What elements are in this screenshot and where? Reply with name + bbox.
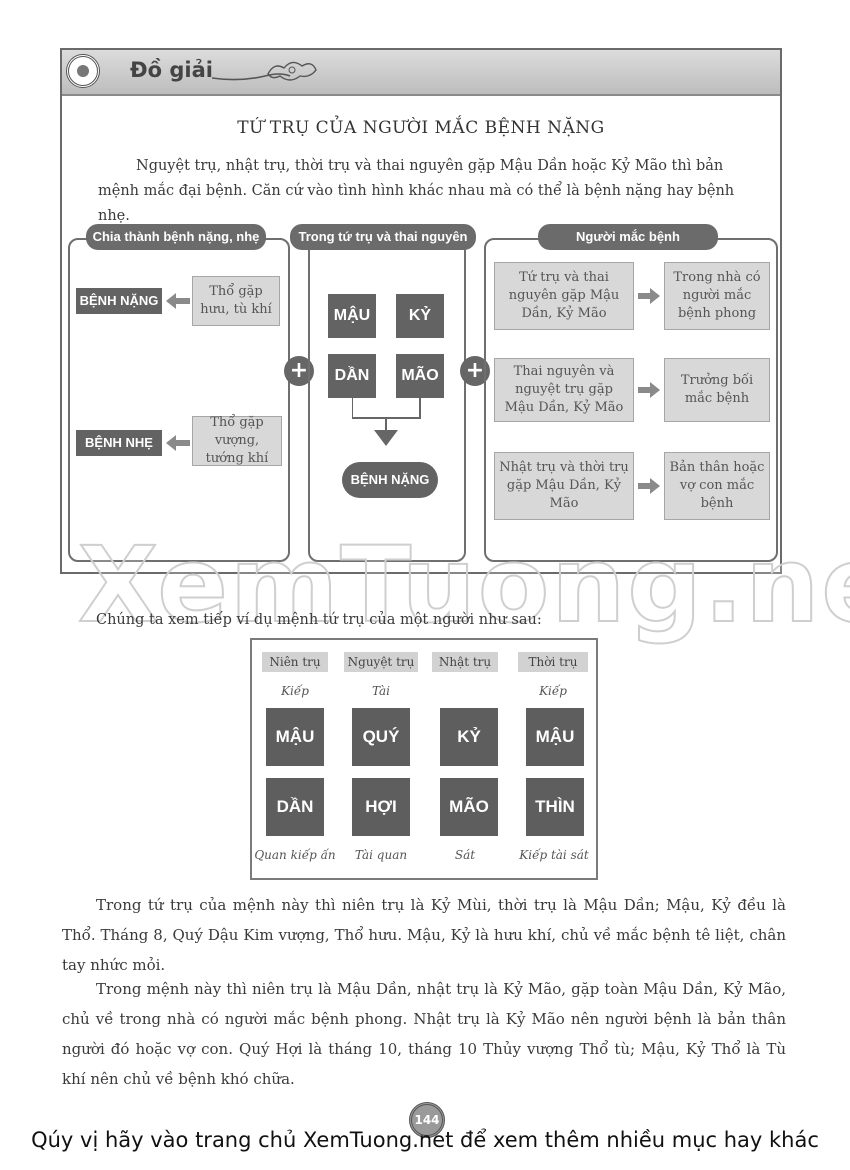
- header-thoi-tru: Thời trụ: [518, 652, 588, 672]
- example-caption: Chúng ta xem tiếp ví dụ mệnh tứ trụ của …: [96, 612, 542, 628]
- cell-ky: KỶ: [396, 294, 444, 338]
- panel-pillars-title: Trong tứ trụ và thai nguyên: [290, 224, 476, 250]
- header-nhat-tru: Nhật trụ: [432, 652, 498, 672]
- stem-cell: KỶ: [440, 708, 498, 766]
- diagram-heading: TỨ TRỤ CỦA NGƯỜI MẮC BỆNH NẶNG: [237, 118, 605, 138]
- stem-cell: QUÝ: [352, 708, 410, 766]
- bottom-note: Quan kiếp ấn: [254, 848, 336, 862]
- page-number: 144: [409, 1102, 445, 1138]
- cell-mao: MÃO: [396, 354, 444, 398]
- banner-title: Đồ giải: [130, 58, 213, 82]
- panel-severity-title: Chia thành bệnh nặng, nhẹ: [86, 224, 266, 250]
- result-row-3: Bản thân hoặc vợ con mắc bệnh: [664, 452, 770, 520]
- paragraph-2: Trong mệnh này thì niên trụ là Mậu Dần, …: [62, 980, 786, 1088]
- desc-light: Thổ gặp vượng, tướng khí: [192, 415, 282, 466]
- branch-cell: MÃO: [440, 778, 498, 836]
- branch-cell: DẦN: [266, 778, 324, 836]
- header-nien-tru: Niên trụ: [262, 652, 328, 672]
- branch-cell: HỢI: [352, 778, 410, 836]
- arrow-right-icon: [638, 382, 660, 398]
- diagram-frame: Đồ giải TỨ TRỤ CỦA NGƯỜI MẮC BỆNH NẶNG N…: [60, 48, 782, 574]
- cond-row-1: Tứ trụ và thai nguyên gặp Mậu Dần, Kỷ Mã…: [494, 262, 634, 330]
- example-pillar-table: Niên trụ Nguyệt trụ Nhật trụ Thời trụ Ki…: [250, 638, 598, 880]
- top-note: Tài: [371, 684, 391, 698]
- intro-text: Nguyệt trụ, nhật trụ, thời trụ và thai n…: [98, 158, 735, 224]
- cell-dan: DẦN: [328, 354, 376, 398]
- cond-row-2: Thai nguyên và nguyệt trụ gặp Mậu Dần, K…: [494, 358, 634, 422]
- branch-cell: THÌN: [526, 778, 584, 836]
- panel-patients-title: Người mắc bệnh: [538, 224, 718, 250]
- stem-cell: MẬU: [526, 708, 584, 766]
- top-note: Kiếp: [539, 684, 567, 698]
- bottom-note: Kiếp tài sát: [519, 848, 589, 862]
- paragraph-1: Trong tứ trụ của mệnh này thì niên trụ l…: [62, 896, 786, 974]
- result-row-2: Trưởng bối mắc bệnh: [664, 358, 770, 422]
- footer-banner: Qúy vị hãy vào trang chủ XemTuong.net để…: [31, 1128, 819, 1152]
- arrow-right-icon: [638, 288, 660, 304]
- label-light: BỆNH NHẸ: [76, 430, 162, 456]
- stem-cell: MẬU: [266, 708, 324, 766]
- arrow-left-icon: [166, 435, 190, 451]
- merge-connector: [352, 398, 421, 446]
- top-note: Kiếp: [281, 684, 309, 698]
- result-row-1: Trong nhà có người mắc bệnh phong: [664, 262, 770, 330]
- emblem-icon: [66, 54, 100, 88]
- watermark: XemTuong.net: [77, 523, 850, 647]
- section-banner: Đồ giải: [62, 50, 780, 96]
- bottom-note: Sát: [454, 848, 476, 862]
- arrow-right-icon: [638, 478, 660, 494]
- cond-row-3: Nhật trụ và thời trụ gặp Mậu Dần, Kỷ Mão: [494, 452, 634, 520]
- header-nguyet-tru: Nguyệt trụ: [344, 652, 418, 672]
- cloud-ornament-icon: [211, 61, 317, 81]
- bottom-note: Tài quan: [354, 848, 408, 862]
- result-heavy: BỆNH NẶNG: [342, 462, 438, 498]
- cell-mau: MẬU: [328, 294, 376, 338]
- desc-heavy: Thổ gặp hưu, tù khí: [192, 276, 280, 326]
- arrow-left-icon: [166, 293, 190, 309]
- label-heavy: BỆNH NẶNG: [76, 288, 162, 314]
